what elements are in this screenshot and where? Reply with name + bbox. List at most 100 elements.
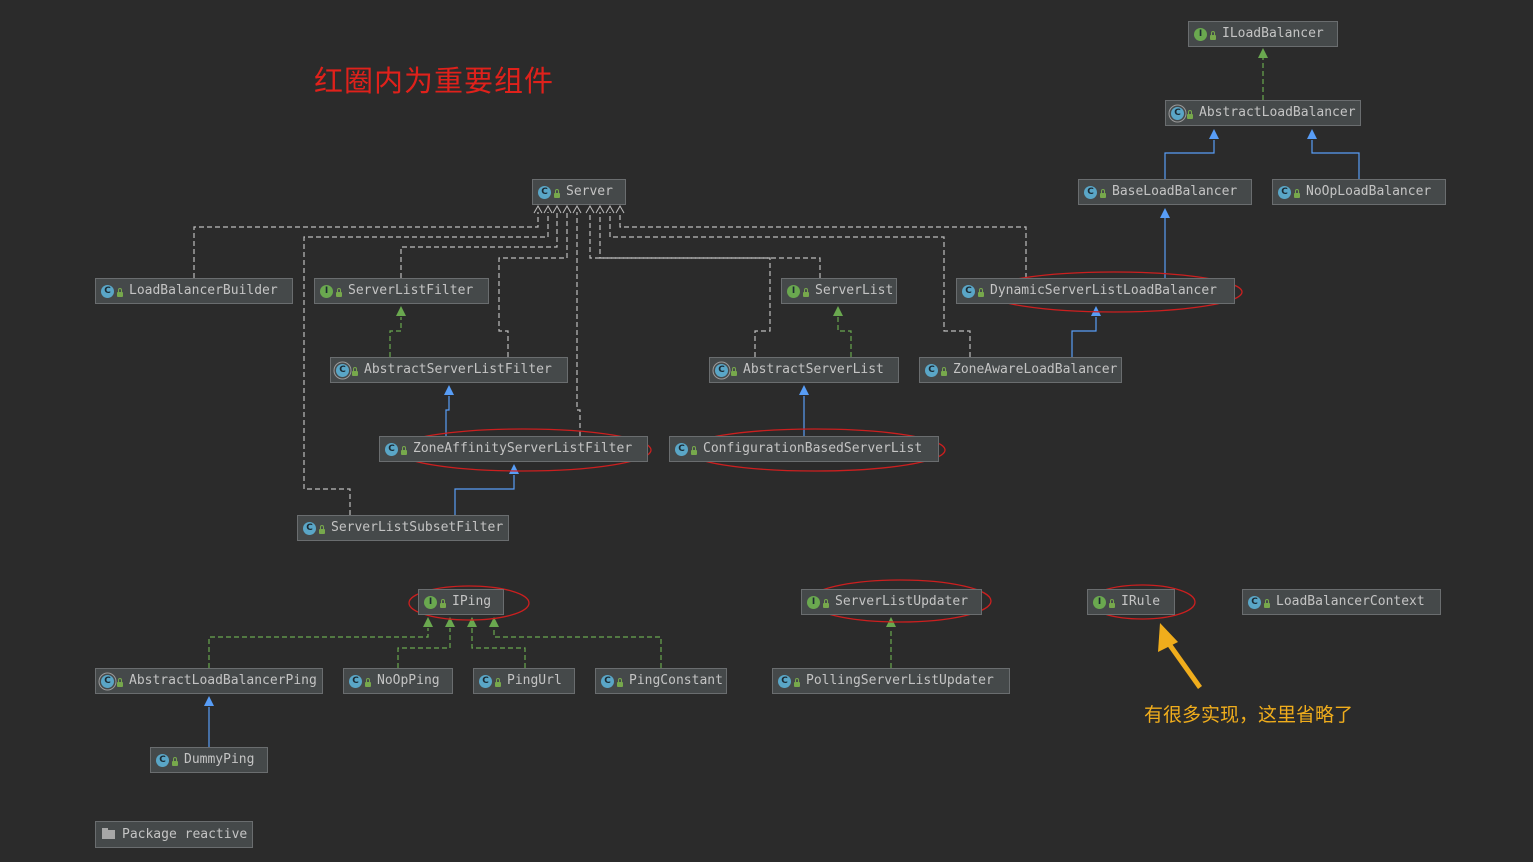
edge-inheritance bbox=[454, 475, 515, 515]
edge-realization bbox=[208, 628, 429, 668]
highlight-layer bbox=[394, 271, 1243, 689]
node-label: ServerListFilter bbox=[348, 283, 474, 298]
node-label: BaseLoadBalancer bbox=[1112, 184, 1238, 199]
node-label: NoOpPing bbox=[377, 673, 440, 688]
arrowhead-inheritance bbox=[1091, 306, 1101, 316]
package-reactive[interactable]: Package reactive bbox=[95, 821, 253, 848]
node-label: AbstractServerListFilter bbox=[364, 362, 552, 377]
node-label: Server bbox=[566, 184, 613, 199]
lock-icon bbox=[336, 287, 342, 297]
node-loadbalancercontext[interactable]: C LoadBalancerContext bbox=[1242, 589, 1441, 615]
lock-icon bbox=[731, 366, 737, 376]
node-configurationbasedserverlist[interactable]: C ConfigurationBasedServerList bbox=[669, 436, 939, 462]
package-label: Package reactive bbox=[122, 827, 248, 842]
edge-realization bbox=[389, 317, 402, 357]
class-icon: C bbox=[1248, 595, 1261, 609]
lock-icon bbox=[117, 677, 123, 687]
lock-icon bbox=[554, 188, 560, 198]
lock-icon bbox=[401, 445, 407, 455]
edge-inheritance bbox=[1311, 140, 1360, 179]
edge-dependency bbox=[609, 212, 971, 357]
node-label: AbstractServerList bbox=[743, 362, 884, 377]
abstract-class-icon: C bbox=[101, 674, 114, 688]
class-icon: C bbox=[385, 442, 398, 456]
lock-icon bbox=[440, 598, 446, 608]
node-irule[interactable]: I IRule bbox=[1087, 589, 1175, 615]
arrowhead-inheritance bbox=[444, 385, 454, 395]
diagram-title: 红圈内为重要组件 bbox=[314, 64, 555, 98]
node-label: ILoadBalancer bbox=[1222, 26, 1324, 41]
edge-dependency bbox=[619, 212, 1027, 278]
class-icon: C bbox=[601, 674, 614, 688]
edge-realization bbox=[471, 628, 526, 668]
node-label: PingConstant bbox=[629, 673, 723, 688]
edge-dependency bbox=[193, 212, 539, 278]
lock-icon bbox=[365, 677, 371, 687]
edge-dependency bbox=[589, 212, 821, 278]
arrowhead-realization bbox=[833, 306, 843, 316]
arrowhead-dependency bbox=[595, 204, 605, 214]
edge-inheritance bbox=[445, 396, 450, 436]
arrowhead-realization bbox=[467, 617, 477, 627]
lock-icon bbox=[352, 366, 358, 376]
node-label: IRule bbox=[1121, 594, 1161, 609]
node-server[interactable]: C Server bbox=[532, 179, 626, 205]
node-label: ServerListSubsetFilter bbox=[331, 520, 504, 535]
lock-icon bbox=[172, 756, 178, 766]
lock-icon bbox=[978, 287, 984, 297]
class-icon: C bbox=[675, 442, 688, 456]
node-label: PollingServerListUpdater bbox=[806, 673, 994, 688]
arrowhead-dependency bbox=[572, 204, 582, 214]
interface-icon: I bbox=[1093, 595, 1106, 609]
folder-icon bbox=[102, 828, 115, 839]
class-icon: C bbox=[538, 185, 551, 199]
node-iloadbalancer[interactable]: I ILoadBalancer bbox=[1188, 21, 1338, 47]
lock-icon bbox=[1264, 598, 1270, 608]
arrowhead-realization bbox=[1258, 48, 1268, 58]
arrowhead-dependency bbox=[533, 204, 543, 214]
lock-icon bbox=[319, 524, 325, 534]
node-label: AbstractLoadBalancerPing bbox=[129, 673, 317, 688]
node-label: LoadBalancerContext bbox=[1276, 594, 1425, 609]
class-icon: C bbox=[303, 521, 316, 535]
lock-icon bbox=[794, 677, 800, 687]
edge-realization bbox=[837, 317, 852, 357]
node-label: IPing bbox=[452, 594, 492, 609]
node-label: ConfigurationBasedServerList bbox=[703, 441, 923, 456]
arrowhead-inheritance bbox=[1307, 129, 1317, 139]
class-icon: C bbox=[479, 674, 492, 688]
arrowhead-inheritance bbox=[509, 464, 519, 474]
lock-icon bbox=[941, 366, 947, 376]
class-icon: C bbox=[1278, 185, 1291, 199]
node-pingconstant[interactable]: C PingConstant bbox=[595, 668, 727, 694]
edge-layer bbox=[193, 48, 1360, 747]
node-serverlistsubsetfilter[interactable]: C ServerListSubsetFilter bbox=[297, 515, 509, 541]
node-abstractloadbalancerping[interactable]: C AbstractLoadBalancerPing bbox=[95, 668, 323, 694]
edge-inheritance bbox=[1164, 140, 1215, 179]
arrowhead-realization bbox=[423, 617, 433, 627]
annotation-note: 有很多实现，这里省略了 bbox=[1144, 704, 1354, 726]
arrowhead-realization bbox=[445, 617, 455, 627]
edge-dependency bbox=[303, 212, 549, 515]
node-label: AbstractLoadBalancer bbox=[1199, 105, 1356, 120]
node-label: DummyPing bbox=[184, 752, 255, 767]
interface-icon: I bbox=[1194, 27, 1207, 41]
node-label: DynamicServerListLoadBalancer bbox=[990, 283, 1217, 298]
